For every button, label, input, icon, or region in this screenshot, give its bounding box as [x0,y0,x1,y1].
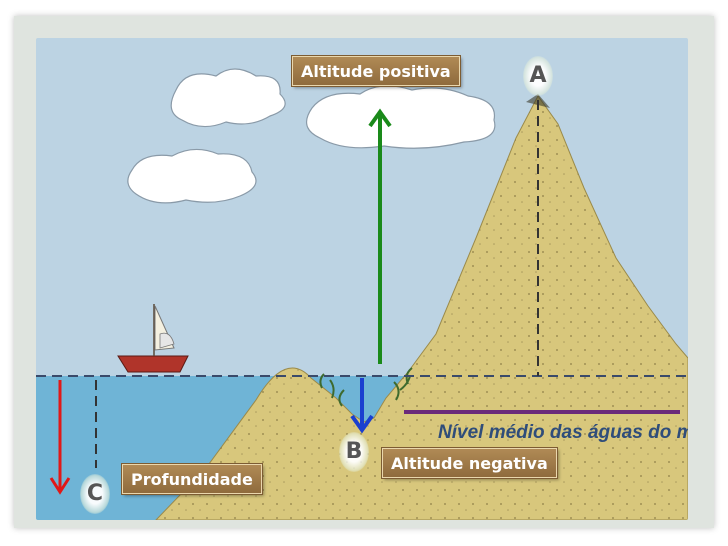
cloud [305,85,496,149]
sailboat [117,304,189,373]
arrow-positive-altitude [368,108,392,364]
cloud [127,148,257,204]
landscape-svg [36,38,688,520]
label-negative-altitude: Altitude negativa [382,448,557,478]
arrow-negative-altitude [350,378,374,434]
cloud [170,68,286,128]
label-depth: Profundidade [122,464,262,494]
altitude-illustration: Nível médio das águas do mar A B C [36,38,688,520]
sea-level-caption: Nível médio das águas do mar [438,422,688,443]
marker-b: B [339,432,369,472]
vegetation [319,367,413,407]
arrow-depth [49,380,71,495]
label-positive-altitude: Altitude positiva [292,56,460,86]
marker-a: A [523,56,553,96]
marker-c: C [80,474,110,514]
